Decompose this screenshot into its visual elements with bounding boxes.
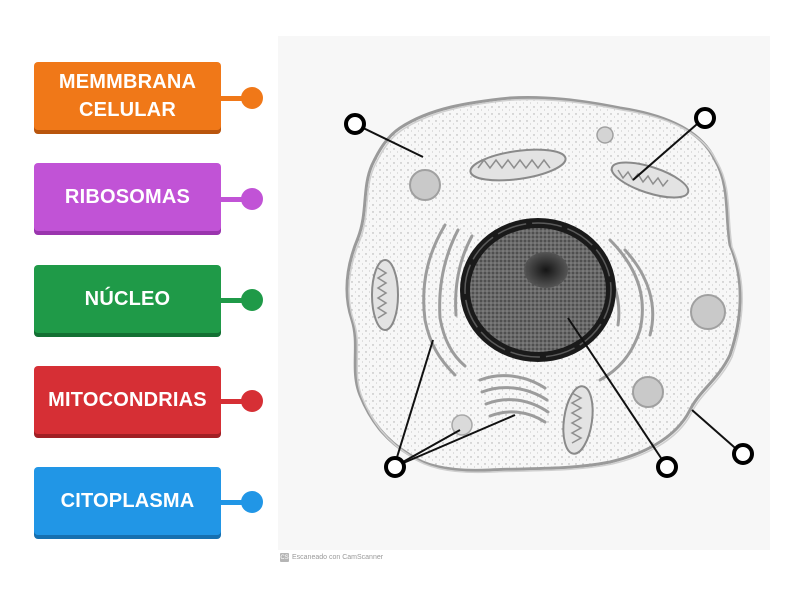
vesicle (410, 170, 440, 200)
drop-target[interactable] (696, 109, 714, 127)
nucleoplasm (470, 228, 606, 352)
watermark-text: Escaneado con CamScanner (292, 554, 383, 561)
nucleolus (524, 252, 568, 288)
vesicle (597, 127, 613, 143)
camscanner-logo-icon: CS (280, 553, 289, 562)
vesicle (633, 377, 663, 407)
scanner-watermark: CS Escaneado con CamScanner (280, 553, 383, 562)
drop-target[interactable] (386, 458, 404, 476)
vesicle (691, 295, 725, 329)
drop-target[interactable] (658, 458, 676, 476)
drop-target[interactable] (346, 115, 364, 133)
drop-target[interactable] (734, 445, 752, 463)
